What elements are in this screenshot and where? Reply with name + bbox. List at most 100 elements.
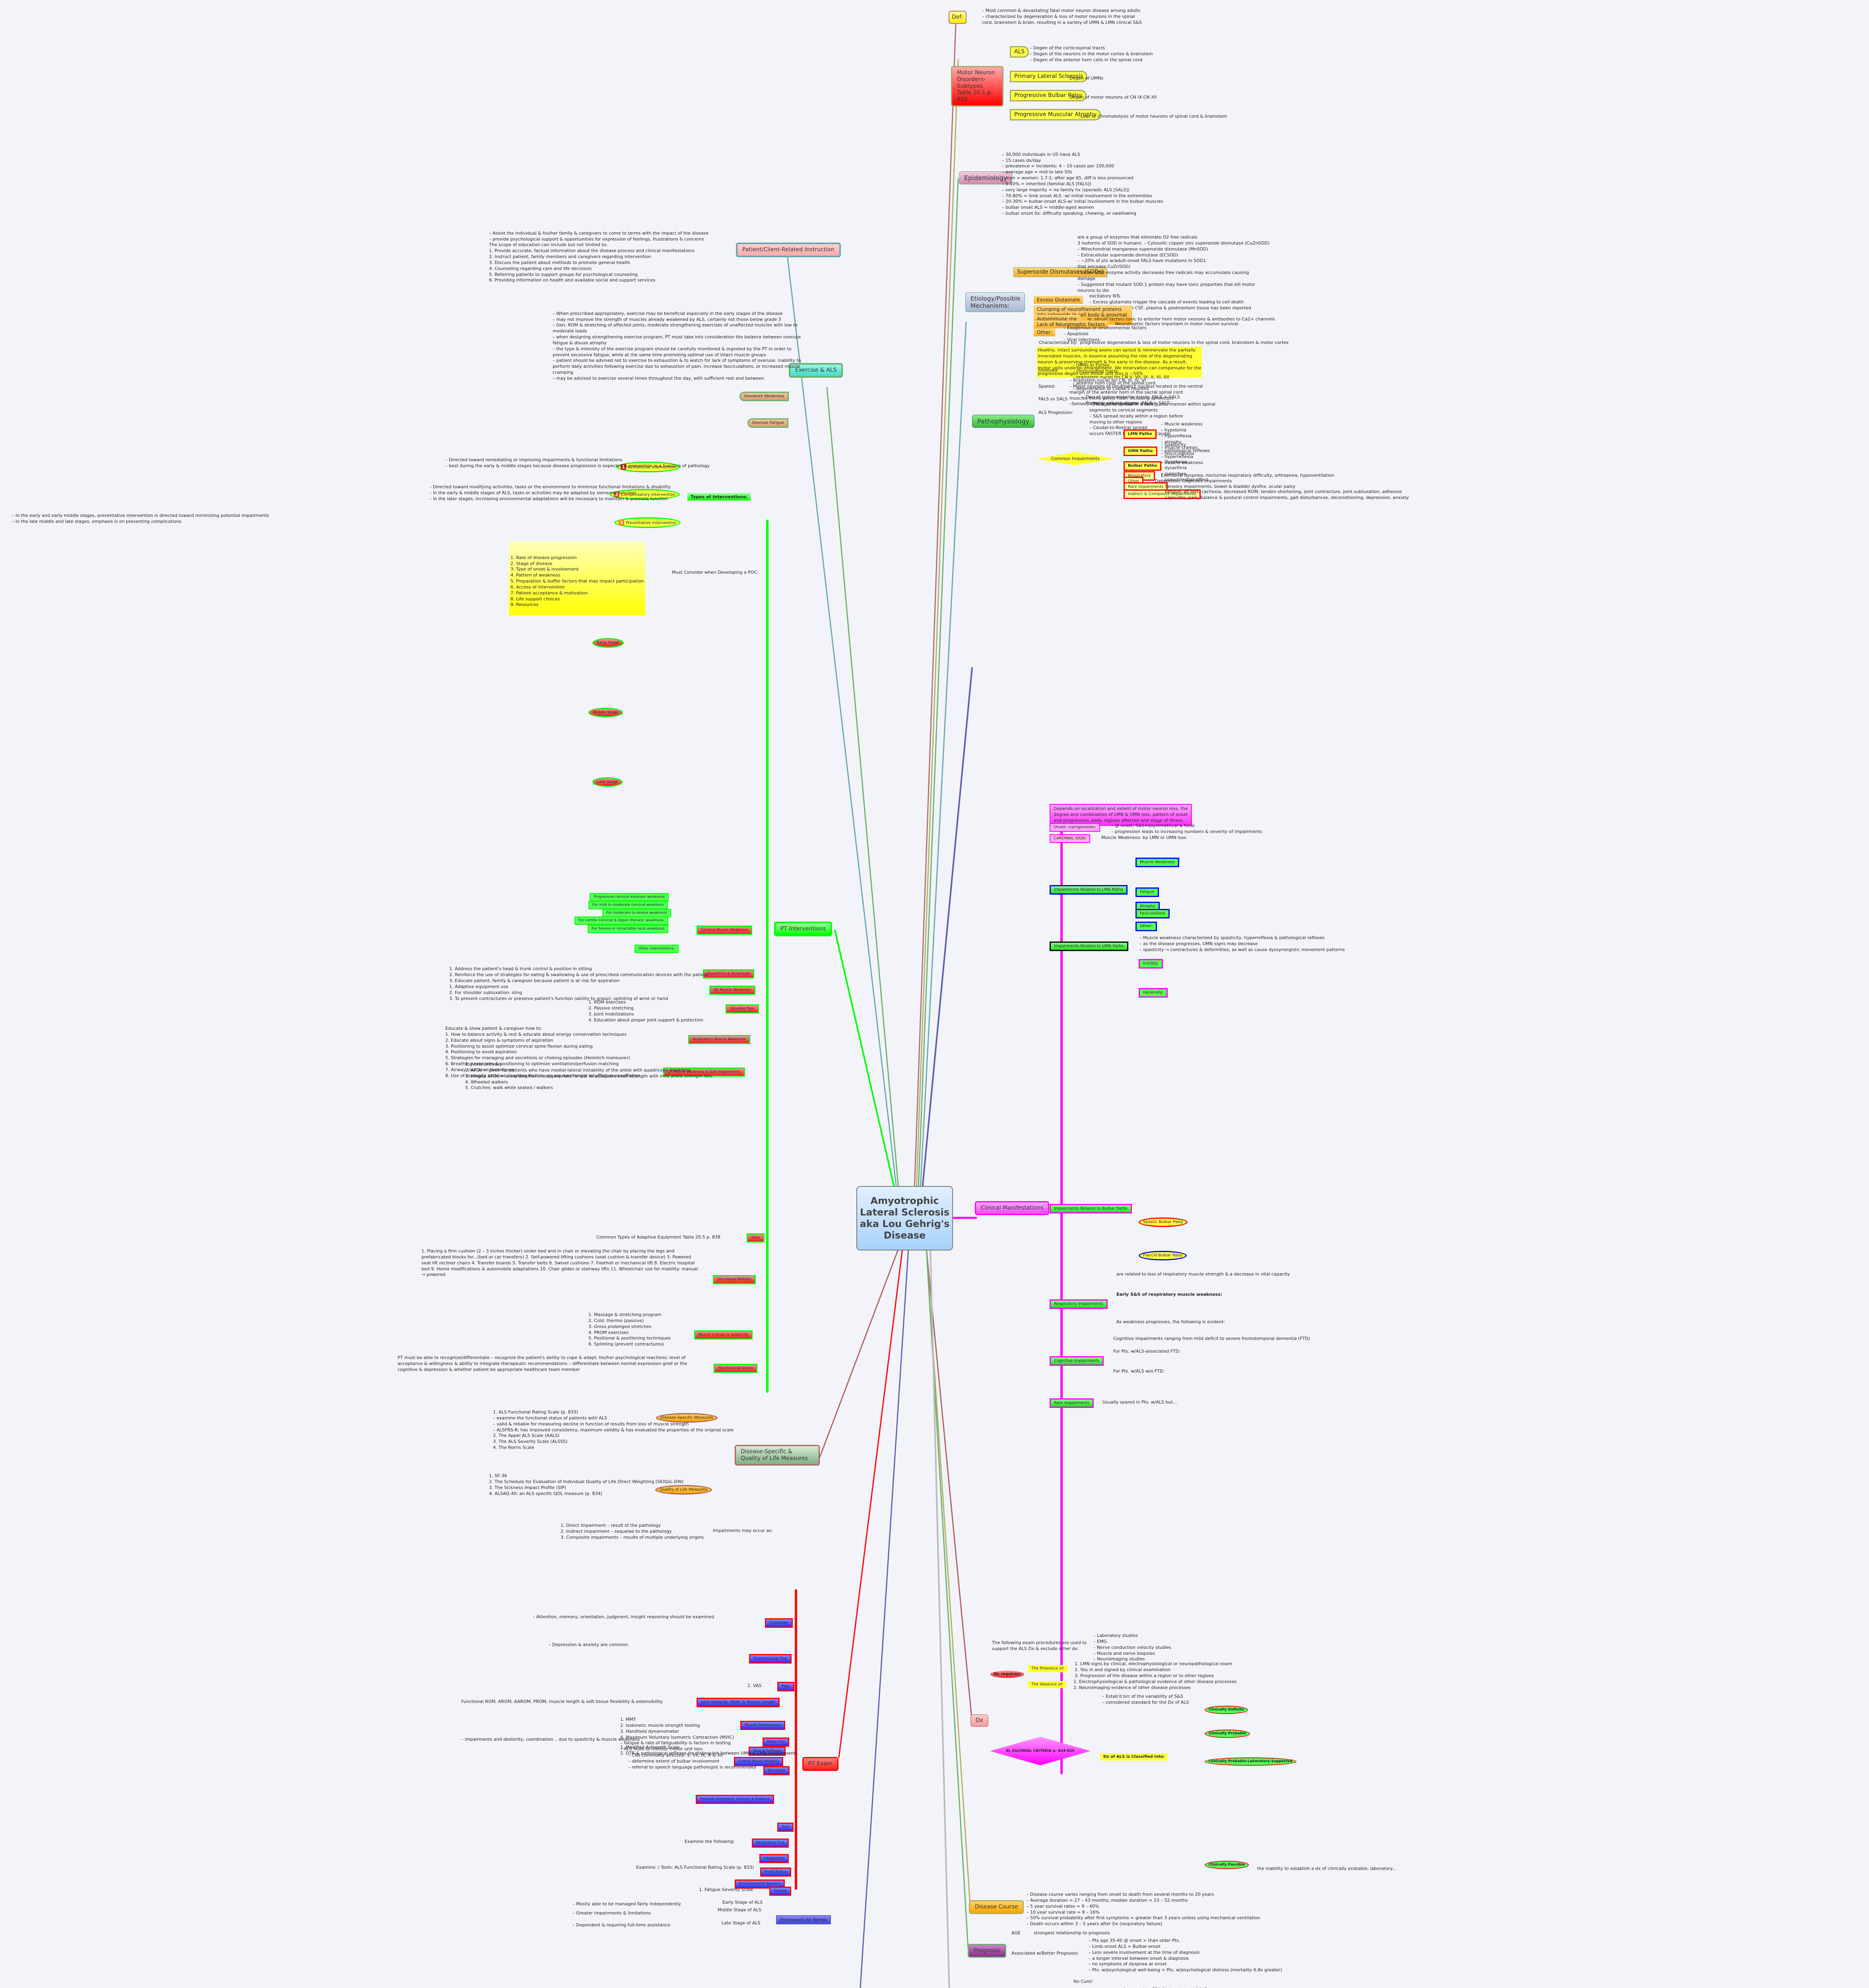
target-le-weakness[interactable]: LE Muscle Weakness & Gait Impairments	[663, 1068, 745, 1077]
el-escorial-diamond[interactable]: EL ESCORIAL CRITERIA p. 824-825	[990, 1737, 1091, 1765]
poc-label[interactable]: Must Consider when Developing a POC:	[672, 570, 759, 575]
class-possible[interactable]: Clinically Possible	[1205, 1861, 1249, 1869]
topic-pathophysiology[interactable]: Pathophysiology	[972, 415, 1035, 428]
patho-progression-label[interactable]: ALS Progession:	[1038, 410, 1073, 415]
subtype-als[interactable]: ALS	[1010, 46, 1029, 58]
quality-of-life-measures[interactable]: Quality of Life Measures	[655, 1485, 712, 1495]
stage-early[interactable]: Early Stage	[592, 638, 624, 648]
patho-involved-label[interactable]: Involved:	[1038, 368, 1059, 373]
target-cramps-spasticity[interactable]: Muscle Cramps & Spasticity	[694, 1330, 753, 1340]
topic-disease-course[interactable]: Disease Course	[969, 1900, 1024, 1914]
clinical-lmn[interactable]: Impairments Related to LMN Patho	[1050, 885, 1128, 895]
target-shoulder-pain[interactable]: Shoulder Pain	[726, 1004, 759, 1013]
patho-fals-label[interactable]: FALS vs SALS	[1038, 396, 1068, 402]
exercise-overuse-fatigue[interactable]: Overuse Fatigue	[747, 418, 789, 428]
exam-psychosocial[interactable]: Psychosocial Fnx	[749, 1654, 792, 1664]
dx-absence[interactable]: The Absence of:	[1028, 1681, 1067, 1688]
topic-exercise-als[interactable]: Exercise & ALS	[789, 363, 843, 378]
bulbar-flaccid[interactable]: Flaccid Bulbar Palsy	[1139, 1251, 1187, 1260]
impairment-lmn[interactable]: LMN Patho	[1124, 429, 1157, 439]
bulbar-spastic[interactable]: Spastic Bulbar Palsy	[1139, 1217, 1188, 1227]
cervical-mild-moderate[interactable]: For mild to moderate cervical weakness	[588, 901, 668, 909]
target-cervical-weakness[interactable]: Cervical Muscle Weakness	[697, 926, 753, 935]
prognosis-age-label[interactable]: AGE	[1011, 1930, 1021, 1936]
bulbar-initially[interactable]: Initially:	[1139, 959, 1163, 969]
exam-impairments-label[interactable]: Impairments may occur as:	[713, 1528, 773, 1533]
etiology-neurotrophic[interactable]: Lack of Neurotrophic Factors	[1034, 320, 1108, 329]
cervical-other[interactable]: Other interventions:	[635, 945, 679, 953]
types-of-interventions[interactable]: Types of Interventions:	[687, 493, 751, 501]
central-topic[interactable]: Amyotrophic Lateral Sclerosis aka Lou Ge…	[856, 1186, 953, 1250]
patho-spared-label[interactable]: Spared:	[1038, 384, 1056, 389]
impairment-umn[interactable]: UMN Patho	[1124, 447, 1157, 456]
target-psychosocial[interactable]: Psychosocial Issues	[714, 1364, 757, 1373]
subtype-pma[interactable]: Progressive Muscular Atrophy	[1010, 109, 1101, 120]
exam-muscle-performance[interactable]: Muscle Performance	[740, 1721, 786, 1730]
stage-late[interactable]: Late Stage	[592, 777, 623, 787]
exam-postural[interactable]: Postural Alignment, Control, & Balance	[696, 1795, 774, 1804]
clinical-rare[interactable]: Rare Impairments	[1050, 1398, 1094, 1408]
cervical-severe[interactable]: For Severe or Intractable neck weakness	[588, 925, 669, 933]
class-definite[interactable]: Clinically Definite	[1205, 1706, 1248, 1714]
framework-late[interactable]: Late Stage of ALS	[722, 1920, 761, 1926]
exam-integument[interactable]: Integument	[759, 1854, 789, 1863]
subtype-pbp[interactable]: Progressive Bulbar Palsy	[1010, 90, 1087, 101]
stage-middle[interactable]: Middle Stage	[588, 708, 623, 717]
clinical-cardinal-sign[interactable]: CARDINAL SIGN:	[1050, 834, 1091, 843]
exam-gait[interactable]: Gait	[777, 1823, 794, 1832]
topic-clinical-manifestations[interactable]: Clinical Manifestations	[975, 1201, 1050, 1215]
exam-environmental[interactable]: Environmental Barriers	[735, 1879, 785, 1889]
topic-def[interactable]: Def:	[949, 11, 967, 24]
framework-middle[interactable]: Middle Stage of ALS	[718, 1907, 761, 1912]
escorial-classified[interactable]: Dx of ALS is Classified into:	[1100, 1753, 1168, 1761]
bulbar-generally[interactable]: Generally:	[1139, 988, 1168, 998]
target-respiratory-weakness[interactable]: Respiratory Muscle Weakness	[688, 1035, 750, 1044]
topic-measures[interactable]: Disease-Specific & Quality of Life Measu…	[735, 1445, 820, 1466]
clinical-onset[interactable]: Onset-->progression:	[1050, 823, 1100, 832]
topic-patient-instruction[interactable]: Patient/Client-Related Instruction	[736, 243, 841, 257]
lmn-fasciculations[interactable]: Fasiculations	[1135, 909, 1170, 918]
exam-joint-integrity[interactable]: Joint Integrity, ROM, & Muscle Length	[697, 1698, 780, 1707]
topic-etiology[interactable]: Etiology/Possible Mechanisms:	[965, 292, 1025, 312]
topic-pt-interventions[interactable]: PT Interventions	[774, 922, 833, 936]
exam-respiratory[interactable]: Respiratory Fnx	[752, 1839, 789, 1848]
framework-early[interactable]: Early Stage of ALS	[722, 1900, 763, 1905]
class-probable-lab[interactable]: Clinically Probable-Laboratory-Supported	[1205, 1757, 1296, 1766]
topic-framework-rehab[interactable]: Framework for Rehab	[776, 1915, 831, 1925]
dx-requires[interactable]: Dx requires:	[990, 1671, 1025, 1678]
topic-prognosis[interactable]: Prognosis	[968, 1944, 1007, 1958]
topic-motor-neuron-subtypes[interactable]: Motor Neuron Disorders-Subtypes Table 20…	[951, 66, 1003, 107]
lmn-muscle-weakness[interactable]: Muscle Weakness	[1135, 858, 1180, 867]
subtype-pls[interactable]: Primary Lateral Sclerosis	[1010, 71, 1088, 82]
cervical-upper-thoracic[interactable]: For combo Cervical & Upper thoracic weak…	[574, 916, 668, 925]
impairment-indirect[interactable]: Indirect & Composite Impairments	[1124, 489, 1201, 499]
exam-tone-reflexes[interactable]: Tone & Reflexes	[749, 1747, 786, 1756]
topic-dx[interactable]: Dx	[970, 1714, 989, 1727]
target-ue-weakness[interactable]: UE Muscle Weakness	[709, 986, 756, 995]
disease-specific-measures[interactable]: Disease-Specific Measures	[656, 1413, 718, 1423]
exam-pain[interactable]: Pain	[777, 1682, 794, 1691]
exam-fatigue[interactable]: Fatigue	[769, 1887, 791, 1896]
etiology-other[interactable]: Other:	[1034, 328, 1055, 337]
clinical-cognitive[interactable]: Cognitive Impairments	[1050, 1356, 1104, 1366]
clinical-respiratory[interactable]: Respiratory Impairments	[1050, 1299, 1108, 1309]
target-decreased-mobility[interactable]: Decreased Mobility	[713, 1275, 756, 1284]
target-adls[interactable]: ADLs	[747, 1233, 765, 1242]
exam-fnxal-status[interactable]: Fnxal Status	[760, 1868, 791, 1877]
topic-pt-exam[interactable]: PT Exam	[802, 1757, 838, 1771]
exam-cognition[interactable]: Cognition	[765, 1618, 793, 1628]
cervical-moderate-severe[interactable]: For moderate to severe weakness	[602, 909, 671, 917]
exam-cranial-nerve[interactable]: Cranial Nerve Integrity	[734, 1757, 784, 1766]
etiology-glutamate[interactable]: Excess Glutamate	[1034, 296, 1083, 304]
dx-presence[interactable]: The Presence of:	[1028, 1665, 1067, 1672]
class-probable[interactable]: Clinically Probable	[1205, 1730, 1250, 1738]
prognosis-better-label[interactable]: Associated w/Better Prognosis:	[1011, 1951, 1079, 1956]
lmn-other[interactable]: Other:	[1135, 922, 1157, 931]
clinical-umn[interactable]: Impairments Related to UMN Patho	[1050, 942, 1128, 951]
exam-sensation[interactable]: Sensation	[763, 1766, 790, 1775]
exercise-overwork-weakness[interactable]: Overwork Weakness	[739, 392, 789, 401]
clinical-bulbar[interactable]: Impairments Related to Bulbar Patho	[1050, 1204, 1132, 1213]
